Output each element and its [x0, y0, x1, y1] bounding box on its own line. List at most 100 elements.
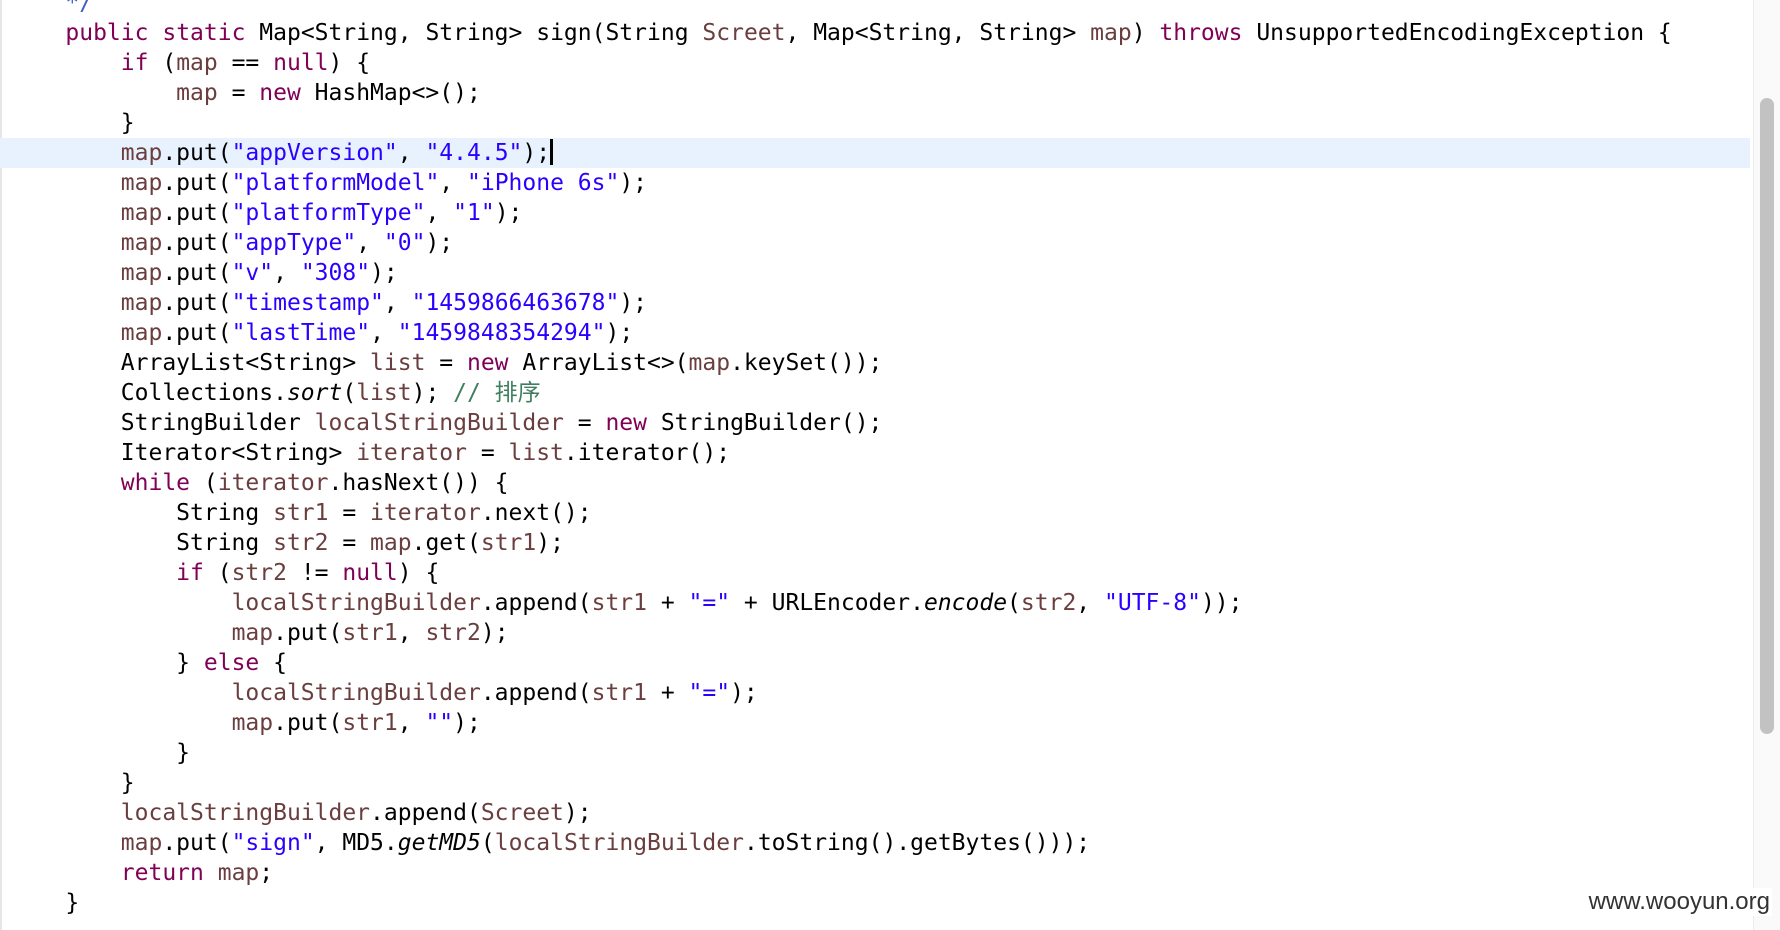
- code-token: "1459848354294": [397, 320, 606, 346]
- code-line[interactable]: map = new HashMap<>();: [0, 78, 1750, 108]
- code-token: .put(: [162, 230, 232, 256]
- code-token: ) {: [328, 50, 371, 76]
- code-line[interactable]: map.put(str1, str2);: [0, 618, 1750, 648]
- code-token: ArrayList<>(: [508, 350, 689, 376]
- code-line[interactable]: }: [0, 768, 1750, 798]
- code-token: (: [203, 560, 232, 586]
- code-token: ,: [356, 230, 384, 256]
- code-token: StringBuilder();: [646, 410, 883, 436]
- code-token: (: [1007, 590, 1021, 616]
- code-line[interactable]: Collections.sort(list); // 排序: [0, 378, 1750, 408]
- code-token: .iterator();: [563, 440, 731, 466]
- code-token: =: [217, 80, 260, 106]
- code-line[interactable]: map.put("sign", MD5.getMD5(localStringBu…: [0, 828, 1750, 858]
- code-token: .get(: [411, 530, 481, 556]
- code-line[interactable]: while (iterator.hasNext()) {: [0, 468, 1750, 498]
- code-line[interactable]: return map;: [0, 858, 1750, 888]
- code-token: }: [10, 650, 204, 676]
- code-token: iterator: [356, 440, 467, 466]
- code-token: "0": [383, 230, 426, 256]
- code-token: );: [522, 140, 551, 166]
- code-token: + URLEncoder.: [730, 590, 924, 616]
- code-line[interactable]: map.put("v", "308");: [0, 258, 1750, 288]
- code-token: str2: [425, 620, 481, 646]
- code-token: [10, 200, 121, 226]
- code-token: .put(: [273, 710, 343, 736]
- code-token: .put(: [273, 620, 343, 646]
- code-token: Screet: [702, 20, 786, 46]
- code-token: map: [370, 530, 412, 556]
- code-token: map: [120, 320, 163, 346]
- code-token: "timestamp": [231, 290, 384, 316]
- code-line[interactable]: StringBuilder localStringBuilder = new S…: [0, 408, 1750, 438]
- code-line[interactable]: map.put("lastTime", "1459848354294");: [0, 318, 1750, 348]
- code-token: ;: [259, 860, 274, 886]
- code-line[interactable]: if (map == null) {: [0, 48, 1750, 78]
- code-token: );: [730, 680, 758, 706]
- code-token: Collections.: [10, 380, 287, 406]
- code-token: [10, 80, 176, 106]
- code-line[interactable]: map.put("appType", "0");: [0, 228, 1750, 258]
- code-line[interactable]: map.put("timestamp", "1459866463678");: [0, 288, 1750, 318]
- code-token: "": [425, 710, 454, 736]
- vertical-scrollbar-thumb[interactable]: [1760, 98, 1774, 734]
- code-token: ,: [273, 260, 301, 286]
- code-token: ,: [397, 710, 426, 736]
- code-line[interactable]: if (str2 != null) {: [0, 558, 1750, 588]
- code-line[interactable]: localStringBuilder.append(Screet);: [0, 798, 1750, 828]
- code-token: localStringBuilder: [314, 410, 564, 436]
- code-token: );: [453, 710, 481, 736]
- code-line[interactable]: localStringBuilder.append(str1 + "=");: [0, 678, 1750, 708]
- code-line[interactable]: map.put("platformType", "1");: [0, 198, 1750, 228]
- text-caret: [550, 139, 554, 165]
- code-token: [10, 560, 176, 586]
- code-token: [10, 0, 65, 16]
- code-line[interactable]: }: [0, 738, 1750, 768]
- code-token: "4.4.5": [425, 140, 523, 166]
- code-token: if: [176, 560, 204, 586]
- code-token: (: [480, 830, 495, 856]
- code-line[interactable]: */: [0, 0, 1750, 18]
- code-token: +: [646, 680, 689, 706]
- code-token: }: [10, 770, 135, 796]
- code-token: "v": [231, 260, 274, 286]
- code-token: map: [120, 200, 163, 226]
- code-token: map: [688, 350, 731, 376]
- code-token: public: [65, 20, 149, 46]
- code-token: ,: [1076, 590, 1104, 616]
- code-line[interactable]: }: [0, 108, 1750, 138]
- code-line[interactable]: map.put("platformModel", "iPhone 6s");: [0, 168, 1750, 198]
- code-line[interactable]: Iterator<String> iterator = list.iterato…: [0, 438, 1750, 468]
- code-line[interactable]: String str2 = map.get(str1);: [0, 528, 1750, 558]
- code-token: localStringBuilder: [494, 830, 744, 856]
- code-line[interactable]: ArrayList<String> list = new ArrayList<>…: [0, 348, 1750, 378]
- code-token: (: [190, 470, 218, 496]
- code-line[interactable]: }: [0, 888, 1750, 918]
- code-line[interactable]: String str1 = iterator.next();: [0, 498, 1750, 528]
- code-line[interactable]: public static Map<String, String> sign(S…: [0, 18, 1750, 48]
- code-token: +: [646, 590, 689, 616]
- code-token: );: [605, 320, 634, 346]
- code-token: localStringBuilder: [120, 800, 371, 826]
- vertical-scrollbar[interactable]: [1753, 0, 1780, 930]
- code-line[interactable]: map.put(str1, "");: [0, 708, 1750, 738]
- code-token: {: [259, 650, 287, 676]
- code-token: iterator: [217, 470, 329, 496]
- code-token: );: [619, 290, 648, 316]
- code-token: [10, 590, 232, 616]
- code-token: UnsupportedEncodingException {: [1242, 20, 1672, 46]
- code-token: throws: [1159, 20, 1243, 46]
- code-token: str2: [231, 560, 287, 586]
- code-token: new: [466, 350, 509, 376]
- code-line-current[interactable]: map.put("appVersion", "4.4.5");: [0, 138, 1750, 168]
- code-token: ArrayList<String>: [10, 350, 371, 376]
- code-line[interactable]: localStringBuilder.append(str1 + "=" + U…: [0, 588, 1750, 618]
- code-token: ,: [425, 200, 454, 226]
- code-content[interactable]: */ public static Map<String, String> sig…: [0, 0, 1750, 918]
- code-token: [10, 140, 121, 166]
- code-token: [10, 50, 121, 76]
- code-line[interactable]: } else {: [0, 648, 1750, 678]
- code-token: encode: [923, 590, 1008, 616]
- code-token: "1": [453, 200, 495, 226]
